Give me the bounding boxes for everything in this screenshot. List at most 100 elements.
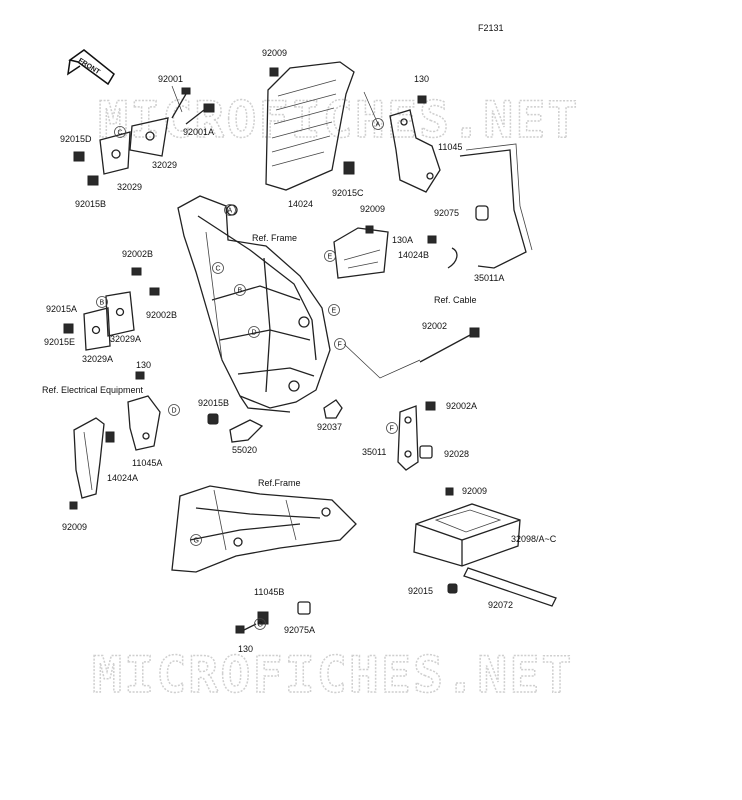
nut-92015 <box>447 583 458 594</box>
label-32029a-a: 32029A <box>110 334 141 344</box>
svg-text:F: F <box>390 426 394 433</box>
label-92002b-b: 92002B <box>146 310 177 320</box>
bolt-130-left <box>135 371 145 380</box>
label-92001: 92001 <box>158 74 183 84</box>
nut-92015a <box>63 323 74 334</box>
bolt-130-bottom <box>235 623 257 634</box>
ref-frame-2: Ref.Frame <box>258 478 301 488</box>
collar-92075a <box>297 601 311 615</box>
bolt-92009-battery <box>445 487 454 496</box>
svg-text:C: C <box>216 266 221 273</box>
svg-text:G: G <box>258 622 263 629</box>
label-11045: 11045 <box>438 142 462 152</box>
marker-g-1: G <box>190 534 202 546</box>
nut-92015d <box>73 151 85 162</box>
label-92015e: 92015E <box>44 337 75 347</box>
label-92009-mid: 92009 <box>360 204 385 214</box>
bolt-92001 <box>171 87 191 119</box>
label-35011: 35011 <box>362 447 386 457</box>
nut-92015b-top <box>87 175 99 186</box>
label-92075a: 92075A <box>284 625 315 635</box>
svg-text:B: B <box>238 288 243 295</box>
label-55020: 55020 <box>232 445 257 455</box>
cover-14024a <box>73 417 105 499</box>
marker-a-2: A <box>224 204 236 216</box>
label-130-left: 130 <box>136 360 151 370</box>
cover-14024b <box>333 227 389 279</box>
plate-32029a <box>83 291 135 351</box>
damper-92037 <box>323 399 343 419</box>
ref-cable: Ref. Cable <box>434 295 477 305</box>
bracket-11045a <box>127 395 161 451</box>
marker-f-2: F <box>386 422 398 434</box>
marker-g-2: G <box>254 618 266 630</box>
label-130a: 130A <box>392 235 413 245</box>
marker-c-2: C <box>212 262 224 274</box>
grommet-11045a <box>105 431 115 443</box>
diagram-code: F2131 <box>478 23 504 33</box>
svg-text:G: G <box>194 538 199 545</box>
label-14024a: 14024A <box>107 473 138 483</box>
label-14024b: 14024B <box>398 250 429 260</box>
marker-b-2: B <box>96 296 108 308</box>
ref-electrical: Ref. Electrical Equipment <box>42 385 144 395</box>
collar-92028 <box>419 445 433 459</box>
marker-e-2: E <box>324 250 336 262</box>
ref-frame-1: Ref. Frame <box>252 233 297 243</box>
label-92037: 92037 <box>317 422 342 432</box>
battery-case <box>413 503 521 567</box>
label-130-top: 130 <box>414 74 429 84</box>
label-32029-bottom: 32029 <box>117 182 142 192</box>
label-11045b: 11045B <box>254 587 284 597</box>
bolt-92009-top <box>269 67 279 77</box>
bolt-92002a <box>425 401 436 411</box>
bolt-92002 <box>419 327 480 363</box>
label-130-bottom: 130 <box>238 644 253 654</box>
grommet-11045b <box>257 611 269 625</box>
side-cover-14024 <box>265 61 355 191</box>
collar-92075 <box>475 205 489 221</box>
label-92015: 92015 <box>408 586 433 596</box>
label-92015c: 92015C <box>332 188 364 198</box>
label-92015b-mid: 92015B <box>198 398 229 408</box>
marker-d-1: D <box>248 326 260 338</box>
label-92002b-a: 92002B <box>122 249 153 259</box>
svg-text:E: E <box>328 254 333 261</box>
label-35011a: 35011A <box>474 273 504 283</box>
marker-f-1: F <box>334 338 346 350</box>
bolt-130-top <box>417 95 427 104</box>
label-92072: 92072 <box>488 600 513 610</box>
marker-c-1: C <box>114 126 126 138</box>
label-92015d: 92015D <box>60 134 92 144</box>
label-92002: 92002 <box>422 321 447 331</box>
cable-clip <box>447 247 458 269</box>
label-92009-top: 92009 <box>262 48 287 58</box>
label-92015b-top: 92015B <box>75 199 106 209</box>
stay-55020 <box>229 419 264 443</box>
bolt-92002b-a <box>131 267 142 276</box>
bolt-92001a <box>185 103 215 125</box>
svg-text:D: D <box>172 408 177 415</box>
marker-e-1: E <box>328 304 340 316</box>
svg-text:A: A <box>228 208 233 215</box>
label-92002a: 92002A <box>446 401 477 411</box>
svg-text:B: B <box>100 300 105 307</box>
label-92001a: 92001A <box>183 127 214 137</box>
label-32098: 32098/A~C <box>511 534 557 544</box>
svg-text:A: A <box>376 122 381 129</box>
svg-text:C: C <box>118 130 123 137</box>
bracket-11045 <box>389 109 441 193</box>
plate-32029 <box>99 117 169 175</box>
bolt-92002b-b <box>149 287 160 296</box>
label-14024: 14024 <box>288 199 313 209</box>
marker-a-1: A <box>372 118 384 130</box>
svg-text:F: F <box>338 342 342 349</box>
bracket-35011 <box>397 405 419 471</box>
marker-d-2: D <box>168 404 180 416</box>
label-32029-top: 32029 <box>152 160 177 170</box>
label-11045a: 11045A <box>132 458 162 468</box>
watermark-bottom: MICROFICHES.NET <box>92 646 574 704</box>
bolt-92009-left <box>69 501 78 510</box>
sub-frame <box>171 485 357 573</box>
